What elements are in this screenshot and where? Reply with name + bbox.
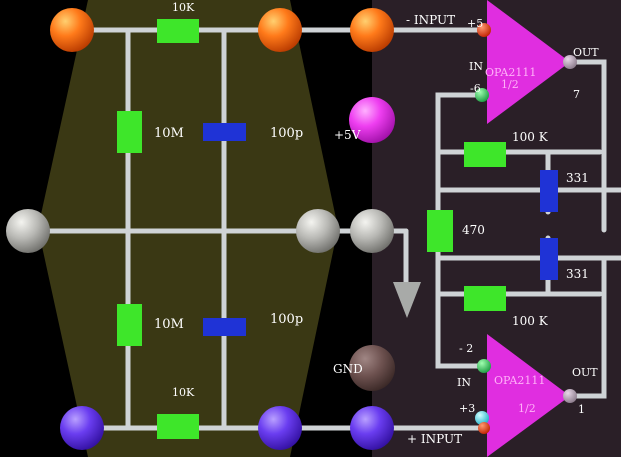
label-bottom-in: IN — [457, 376, 471, 389]
label-bottom-pin-plus: +3 — [459, 402, 475, 415]
pin-top-out-dot — [563, 55, 577, 69]
label-top-pin-plus: +5 — [467, 17, 483, 30]
node-ground-ref — [350, 209, 394, 253]
label-r-feedback-bottom: 100 K — [512, 314, 549, 328]
label-top-in: IN — [469, 60, 483, 73]
resistor-bottom — [157, 414, 199, 439]
label-bottom-pin-minus: - 2 — [459, 342, 473, 355]
resistor-top — [157, 19, 199, 43]
pin-bottom-plus-cyan-dot — [475, 411, 489, 425]
resistor-feedback-top — [464, 142, 506, 167]
node-bottom-left — [60, 406, 104, 450]
resistor-left-top — [117, 111, 142, 153]
opamp-top — [487, 0, 570, 124]
label-r-bottom: 10K — [172, 386, 195, 399]
node-top-mid — [258, 8, 302, 52]
resistor-gain — [427, 210, 453, 252]
label-c-top: 100p — [270, 126, 303, 141]
node-bottom-mid — [258, 406, 302, 450]
label-r-left-bottom: 10M — [154, 317, 184, 332]
pin-bottom-out-dot — [563, 389, 577, 403]
label-top-opamp-name: OPA2111 — [485, 66, 536, 79]
resistor-feedback-bottom — [464, 286, 506, 311]
label-gnd: GND — [333, 362, 363, 376]
label-minus-input: - INPUT — [406, 13, 455, 27]
label-top-opamp-fraction: 1/2 — [501, 78, 519, 91]
node-top-left — [50, 8, 94, 52]
resistor-left-bottom — [117, 304, 142, 346]
node-mid-left — [6, 209, 50, 253]
node-gnd — [349, 345, 395, 391]
label-bottom-opamp-name: OPA2111 — [494, 374, 545, 387]
capacitor-bottom — [203, 318, 246, 336]
label-bottom-out: OUT — [572, 366, 598, 379]
node-plus-input — [350, 406, 394, 450]
label-top-pin-out: 7 — [573, 88, 580, 101]
node-minus-input — [350, 8, 394, 52]
capacitor-feedback-top — [540, 170, 558, 212]
label-bottom-opamp-fraction: 1/2 — [518, 402, 536, 415]
label-top-out: OUT — [573, 46, 599, 59]
pin-top-minus-dot — [475, 88, 489, 102]
capacitor-feedback-bottom — [540, 238, 558, 280]
label-r-feedback-top: 100 K — [512, 130, 549, 144]
node-supply — [349, 97, 395, 143]
label-plus-input: + INPUT — [407, 432, 462, 446]
label-c-bottom: 100p — [270, 312, 303, 327]
opamp-bottom — [487, 334, 570, 457]
ground-arrow — [393, 282, 421, 318]
pin-bottom-minus-dot — [477, 359, 491, 373]
pin-bottom-plus-dot — [478, 422, 490, 434]
label-top-pin-minus: -6 — [470, 82, 481, 95]
node-mid-right — [296, 209, 340, 253]
label-c-fb-bottom: 331 — [566, 267, 589, 281]
label-c-fb-top: 331 — [566, 171, 589, 185]
pin-top-plus-dot — [477, 23, 491, 37]
label-supply: +5V — [334, 128, 361, 142]
label-r-top: 10K — [172, 1, 195, 14]
capacitor-top — [203, 123, 246, 141]
label-bottom-pin-out: 1 — [578, 403, 585, 416]
label-r-left-top: 10M — [154, 126, 184, 141]
label-r-gain: 470 — [462, 223, 485, 237]
